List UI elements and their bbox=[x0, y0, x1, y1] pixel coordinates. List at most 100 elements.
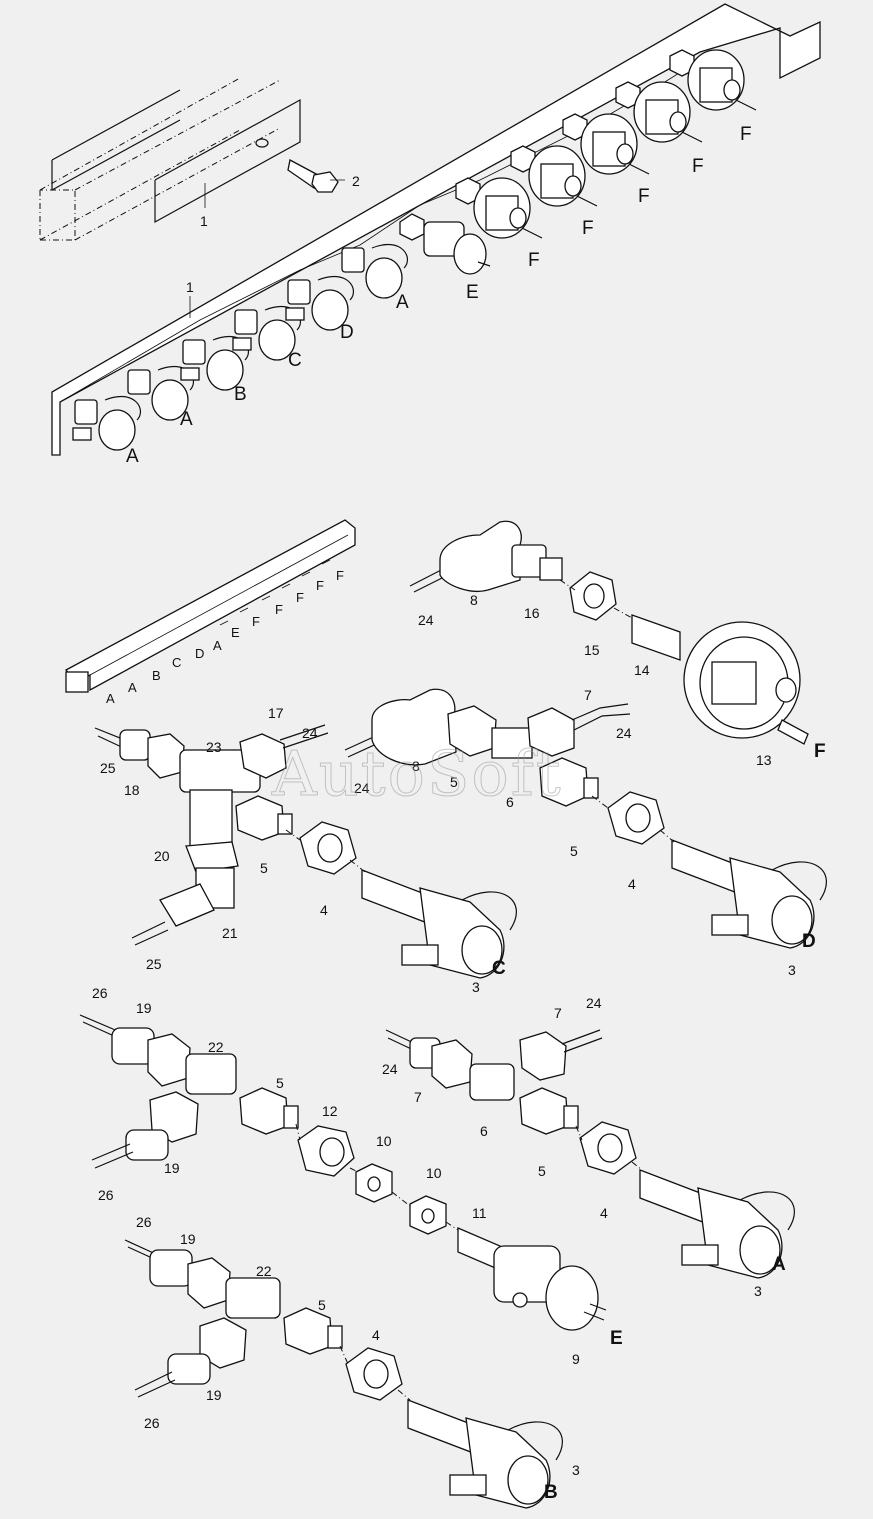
callout-number: 17 bbox=[268, 705, 284, 721]
callout-number: 11 bbox=[472, 1205, 487, 1221]
group-d bbox=[344, 688, 827, 949]
callout-number: 5 bbox=[318, 1297, 326, 1313]
callout-number: 22 bbox=[208, 1039, 224, 1055]
callout-number: 4 bbox=[372, 1327, 380, 1343]
callout-number: 19 bbox=[180, 1231, 196, 1247]
callout-number: 2 bbox=[352, 173, 360, 189]
callout-number: 7 bbox=[414, 1089, 422, 1105]
top-letter-label: B bbox=[234, 384, 247, 405]
callout-number: 26 bbox=[98, 1187, 114, 1203]
callout-number: 24 bbox=[418, 612, 434, 628]
callout-number: 19 bbox=[136, 1000, 152, 1016]
screw bbox=[255, 138, 339, 193]
callout-number: 3 bbox=[754, 1283, 762, 1299]
callout-number: 3 bbox=[572, 1462, 580, 1478]
callout-number: 5 bbox=[260, 860, 268, 876]
callout-number: 1 bbox=[200, 213, 208, 229]
top-assembly bbox=[39, 3, 821, 456]
top-letter-label: F bbox=[638, 186, 650, 207]
callout-number: 21 bbox=[222, 925, 238, 941]
top-letter-label: A bbox=[180, 409, 193, 430]
callout-number: 10 bbox=[426, 1165, 442, 1181]
callout-number: 6 bbox=[480, 1123, 488, 1139]
rail-letter-label: E bbox=[231, 625, 240, 640]
callout-number: 26 bbox=[92, 985, 108, 1001]
group-e bbox=[79, 1014, 607, 1331]
top-letter-label: F bbox=[528, 250, 540, 271]
top-letter-label: F bbox=[740, 124, 752, 145]
rail-letter-label: F bbox=[296, 590, 304, 605]
callout-number: 23 bbox=[206, 739, 222, 755]
callout-number: 4 bbox=[320, 902, 328, 918]
coupling-row bbox=[72, 243, 409, 451]
callout-number: 15 bbox=[584, 642, 600, 658]
top-letter-label: C bbox=[288, 350, 302, 371]
group-b bbox=[124, 1239, 563, 1509]
top-letter-label: D bbox=[340, 322, 354, 343]
rail-letter-label: D bbox=[195, 646, 204, 661]
callout-number: 26 bbox=[144, 1415, 160, 1431]
rail-letter-label: F bbox=[336, 568, 344, 583]
detail-code-label: E bbox=[610, 1328, 623, 1349]
rail-letter-label: A bbox=[106, 691, 115, 706]
callout-number: 4 bbox=[628, 876, 636, 892]
callout-number: 16 bbox=[524, 605, 540, 621]
callout-number: 24 bbox=[302, 725, 318, 741]
callout-number: 24 bbox=[354, 780, 370, 796]
callout-number: 8 bbox=[412, 758, 420, 774]
group-f bbox=[409, 520, 809, 745]
rail-letter-label: F bbox=[252, 614, 260, 629]
callout-number: 5 bbox=[570, 843, 578, 859]
callout-number: 25 bbox=[100, 760, 116, 776]
detail-code-label: F bbox=[814, 741, 826, 762]
group-c bbox=[94, 724, 517, 979]
callout-number: 1 bbox=[186, 279, 194, 295]
top-letter-label: F bbox=[692, 156, 704, 177]
callout-number: 5 bbox=[450, 774, 458, 790]
callout-number: 22 bbox=[256, 1263, 272, 1279]
callout-number: 20 bbox=[154, 848, 170, 864]
frame-rail-dashed bbox=[39, 77, 301, 241]
rail-letter-label: B bbox=[152, 668, 161, 683]
detail-code-label: D bbox=[802, 931, 816, 952]
callout-number: 24 bbox=[586, 995, 602, 1011]
callout-number: 3 bbox=[788, 962, 796, 978]
callout-number: 5 bbox=[276, 1075, 284, 1091]
top-letter-label: E bbox=[466, 282, 479, 303]
callout-number: 5 bbox=[538, 1163, 546, 1179]
callout-number: 19 bbox=[164, 1160, 180, 1176]
top-letter-label: A bbox=[126, 446, 139, 467]
callout-number: 19 bbox=[206, 1387, 222, 1403]
detail-code-label: A bbox=[772, 1254, 786, 1275]
callout-number: 7 bbox=[554, 1005, 562, 1021]
callout-number: 12 bbox=[322, 1103, 338, 1119]
callout-number: 3 bbox=[472, 979, 480, 995]
rail-letter-label: C bbox=[172, 655, 181, 670]
callout-number: 24 bbox=[616, 725, 632, 741]
detail-code-label: C bbox=[492, 958, 506, 979]
callout-number: 6 bbox=[506, 794, 514, 810]
top-letter-label: F bbox=[582, 218, 594, 239]
callout-number: 26 bbox=[136, 1214, 152, 1230]
callout-number: 14 bbox=[634, 662, 650, 678]
callout-number: 8 bbox=[470, 592, 478, 608]
rail-overview bbox=[64, 519, 356, 693]
watermark: AutoSoft bbox=[271, 737, 563, 810]
switch-e-top bbox=[399, 213, 491, 275]
rail-letter-label: A bbox=[128, 680, 137, 695]
bracket-plate bbox=[51, 3, 821, 456]
rail-letter-label: F bbox=[275, 602, 283, 617]
callout-number: 13 bbox=[756, 752, 772, 768]
callout-number: 25 bbox=[146, 956, 162, 972]
callout-number: 4 bbox=[600, 1205, 608, 1221]
rail-letter-label: F bbox=[316, 578, 324, 593]
rail-letter-label: A bbox=[213, 638, 222, 653]
detail-code-label: B bbox=[544, 1482, 558, 1503]
callout-number: 9 bbox=[572, 1351, 580, 1367]
callout-number: 7 bbox=[584, 687, 592, 703]
sensor-row-f bbox=[455, 49, 757, 239]
top-letter-label: A bbox=[396, 292, 409, 313]
